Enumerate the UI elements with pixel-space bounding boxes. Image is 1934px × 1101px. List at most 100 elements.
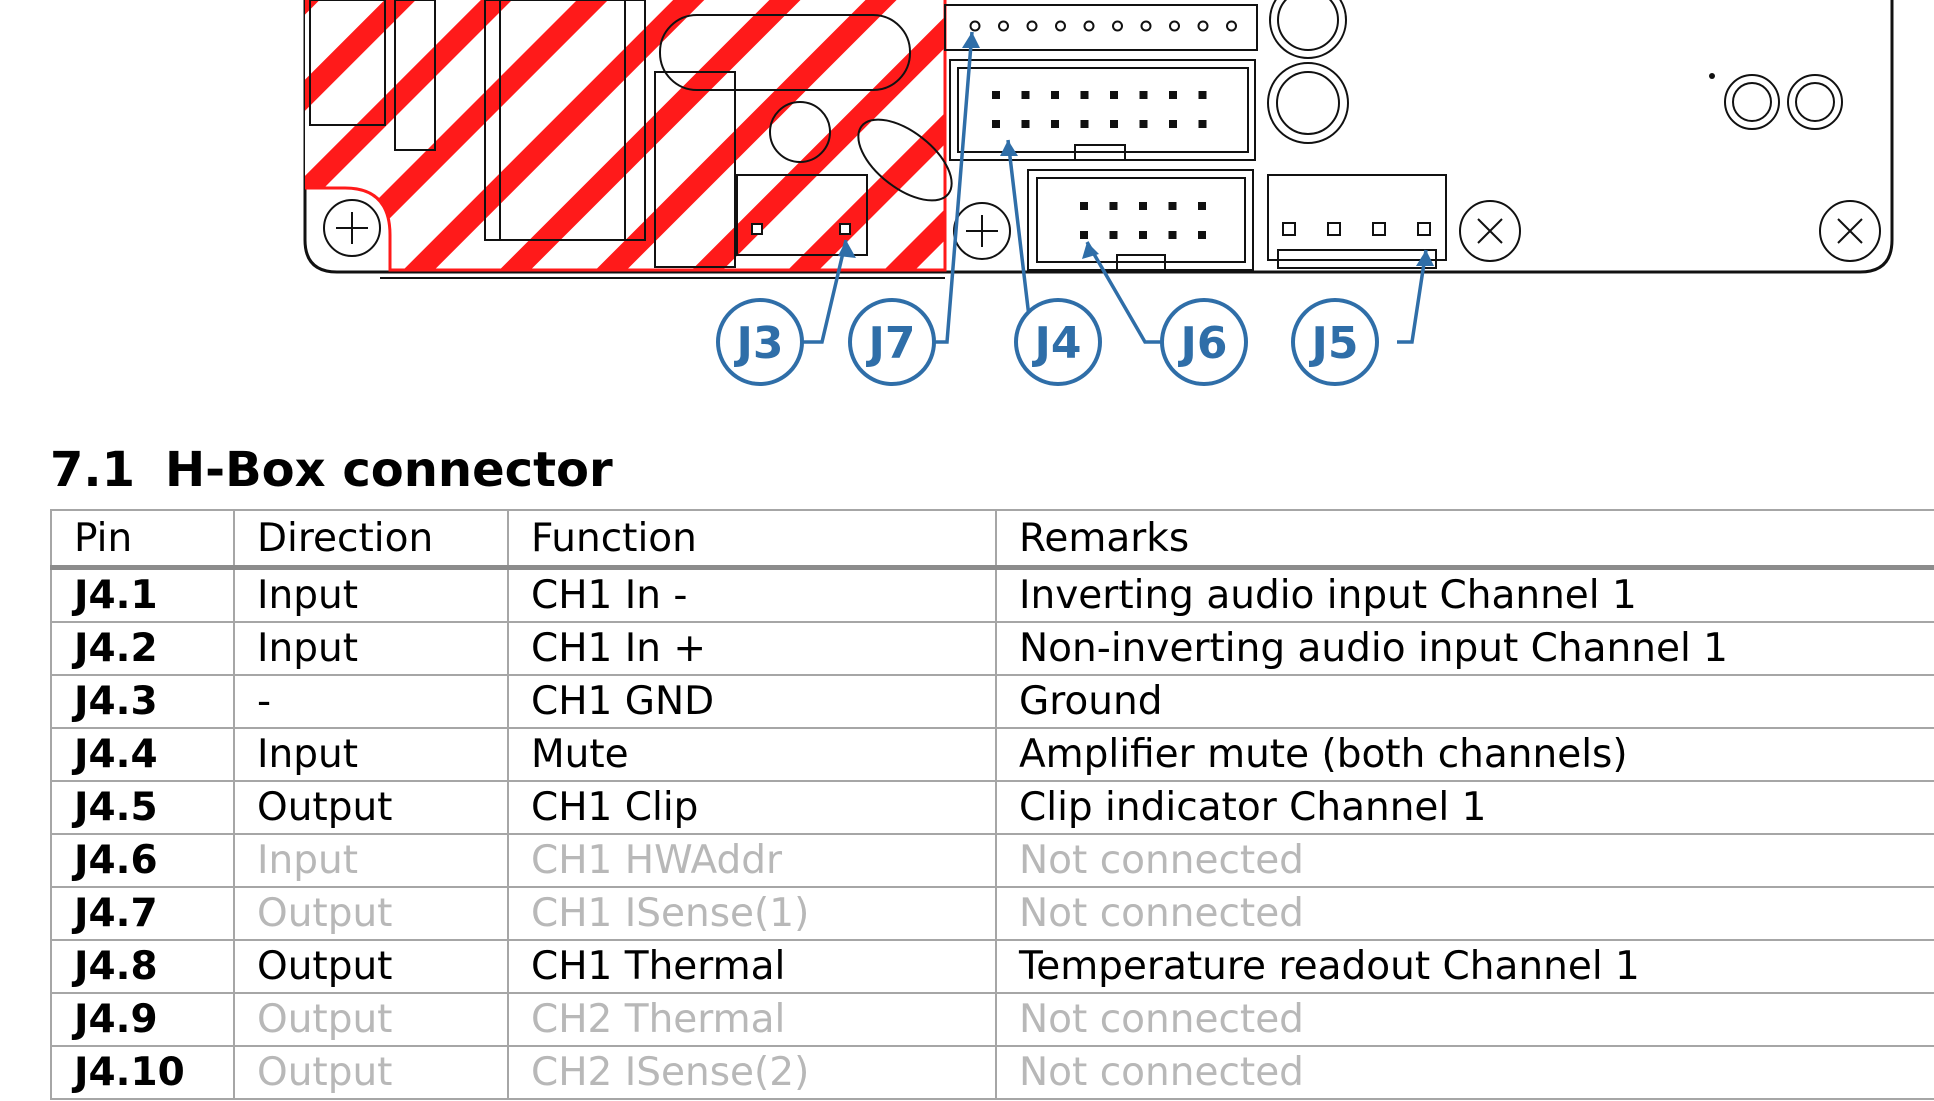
j7-pin: [1140, 20, 1152, 32]
cell-direction: -: [233, 674, 509, 729]
cell-remarks: Not connected: [995, 992, 1934, 1047]
cell-function: Mute: [507, 727, 997, 782]
header-pin: Pin: [50, 509, 235, 570]
cell-remarks: Temperature readout Channel 1: [995, 939, 1934, 994]
j6-pin: [1109, 231, 1118, 239]
cell-direction: Output: [233, 780, 509, 835]
j6-pin: [1168, 231, 1177, 239]
header-function: Function: [507, 509, 997, 570]
callout-j4-label: J4: [1032, 318, 1082, 369]
cell-remarks: Inverting audio input Channel 1: [995, 566, 1934, 623]
connector-j6: [1027, 169, 1254, 271]
j4-pin: [1021, 120, 1030, 128]
callout-j4: J4: [1014, 298, 1102, 386]
mounting-screw-right1: [1459, 200, 1521, 262]
j7-pin: [969, 20, 981, 32]
connector-j5: [1267, 174, 1447, 269]
j6-pin: [1109, 202, 1118, 210]
mounting-screw-right2: [1819, 200, 1881, 262]
callout-j5-label: J5: [1309, 318, 1359, 369]
j7-pin: [1026, 20, 1038, 32]
callout-j5: J5: [1291, 298, 1379, 386]
j4-pin: [1139, 91, 1148, 99]
cell-remarks: Not connected: [995, 886, 1934, 941]
j6-pin: [1139, 202, 1147, 210]
cell-pin: J4.9: [50, 992, 235, 1047]
j4-pin: [1198, 120, 1207, 128]
j7-pin: [1055, 20, 1066, 32]
j4-pin: [1021, 91, 1030, 99]
callout-j7-label: J7: [866, 318, 916, 369]
cell-function: CH1 In +: [507, 621, 997, 676]
cell-pin: J4.6: [50, 833, 235, 888]
callout-j3-label: J3: [734, 318, 784, 369]
board-connector-diagram: J3 J7 J4 J6 J5: [303, 0, 1894, 386]
connector-j4: [949, 59, 1256, 161]
j6-pin: [1139, 231, 1147, 239]
j4-pin: [1139, 120, 1148, 128]
j7-pin: [1083, 20, 1095, 32]
cell-direction: Input: [233, 833, 509, 888]
j4-pin: [1051, 91, 1059, 99]
j5-pin: [1282, 222, 1296, 236]
j6-pin: [1080, 202, 1088, 210]
j4-pin: [1080, 91, 1089, 99]
pcb-board-outline: [303, 0, 1894, 279]
j4-pin: [1110, 120, 1118, 128]
cell-function: CH1 Thermal: [507, 939, 997, 994]
header-direction: Direction: [233, 509, 509, 570]
j4-pin: [1169, 91, 1177, 99]
j4-pin: [1110, 91, 1118, 99]
cell-function: CH1 HWAddr: [507, 833, 997, 888]
round-jack-bottom: [1267, 62, 1349, 144]
board-components: [309, 0, 953, 268]
cell-pin: J4.3: [50, 674, 235, 729]
j6-pin: [1198, 231, 1206, 239]
j6-pin: [1168, 202, 1177, 210]
round-jack-top: [1269, 0, 1347, 59]
cell-direction: Output: [233, 939, 509, 994]
cell-remarks: Not connected: [995, 1045, 1934, 1100]
cell-function: CH2 ISense(2): [507, 1045, 997, 1100]
header-remarks: Remarks: [995, 509, 1934, 570]
cell-pin: J4.7: [50, 886, 235, 941]
connector-j7: [944, 4, 1258, 51]
j5-pin: [1372, 222, 1386, 236]
cell-function: CH2 Thermal: [507, 992, 997, 1047]
j4-pin: [1051, 120, 1059, 128]
j4-pin: [1169, 120, 1177, 128]
mounting-screw-left: [323, 199, 381, 257]
callout-j3: J3: [716, 298, 804, 386]
cell-pin: J4.2: [50, 621, 235, 676]
callout-j6: J6: [1160, 298, 1248, 386]
table-header-row: Pin Direction Function Remarks: [50, 509, 1934, 570]
j6-pin: [1198, 202, 1206, 210]
cell-pin: J4.1: [50, 566, 235, 623]
j7-pin: [998, 20, 1009, 32]
j6-pin: [1080, 231, 1088, 239]
j5-pin: [1417, 222, 1431, 236]
cell-function: CH1 In -: [507, 566, 997, 623]
section-number: 7.1: [50, 442, 136, 498]
cell-direction: Output: [233, 992, 509, 1047]
j7-pin: [1197, 20, 1209, 32]
j7-pin: [1112, 20, 1123, 32]
j4-pin: [1198, 91, 1207, 99]
cell-direction: Input: [233, 727, 509, 782]
cell-pin: J4.10: [50, 1045, 235, 1100]
mounting-screw-mid: [953, 202, 1011, 260]
j4-pin: [992, 120, 1000, 128]
cell-function: CH1 Clip: [507, 780, 997, 835]
j7-pin: [1169, 20, 1180, 32]
